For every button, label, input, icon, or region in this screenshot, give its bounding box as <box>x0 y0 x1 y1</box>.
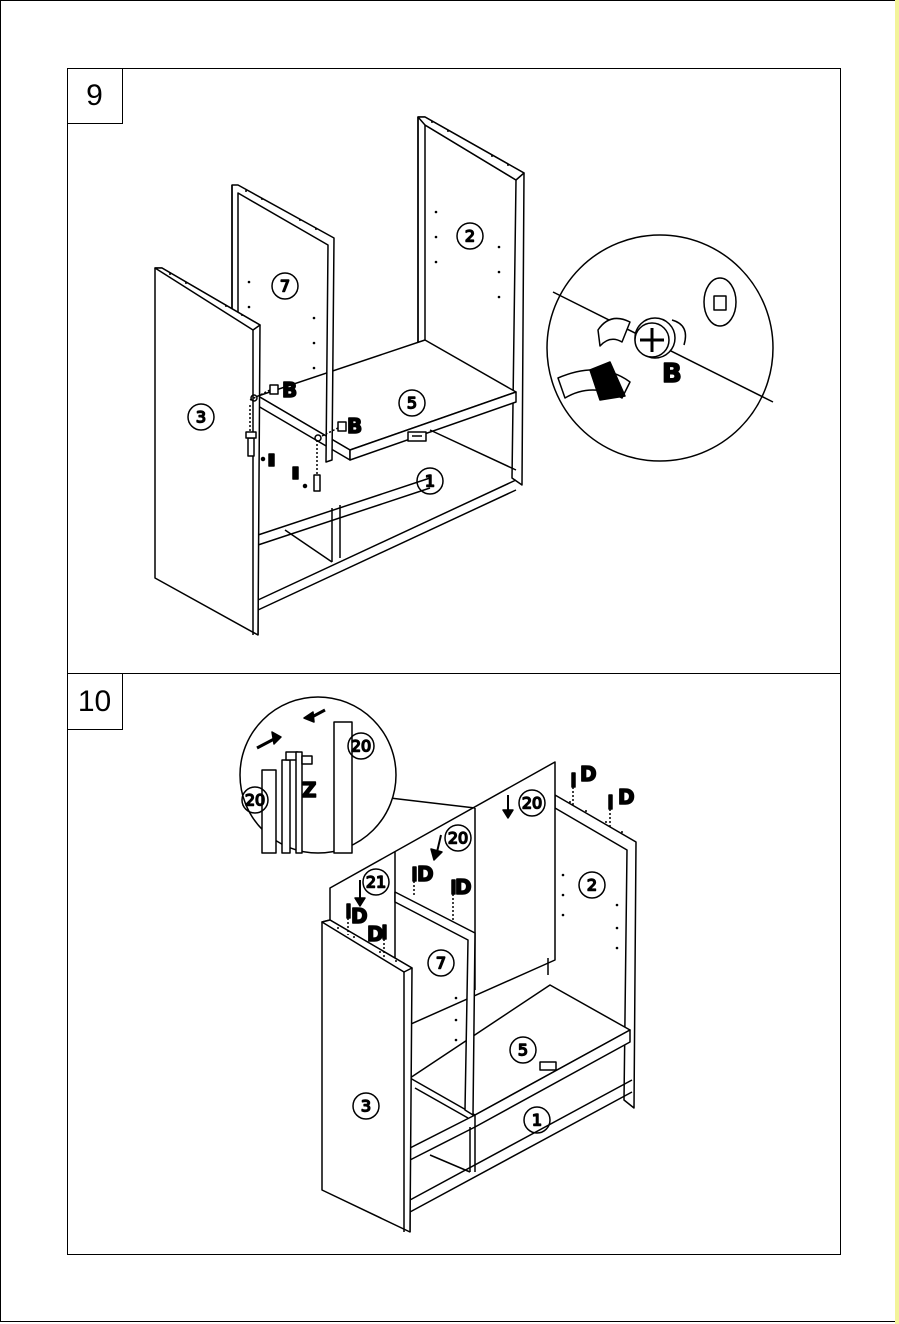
part-label: 2 <box>465 227 475 246</box>
hardware-label: D <box>367 922 384 946</box>
step9-illustration: 2 7 3 5 1 B B B <box>155 117 773 635</box>
detail-part-label: 20 <box>351 737 371 756</box>
hardware-label: D <box>351 904 368 928</box>
panel-3 <box>322 920 412 1232</box>
part-label: 20 <box>522 794 542 813</box>
profile-label: Z <box>302 778 317 802</box>
part-label: 1 <box>425 472 435 491</box>
part-label: 7 <box>280 277 290 296</box>
hardware-label: B <box>347 414 362 438</box>
part-label: 20 <box>448 829 468 848</box>
base-unit <box>410 985 632 1232</box>
hardware-label: B <box>282 378 297 402</box>
part-label: 5 <box>518 1041 528 1060</box>
part-label: 7 <box>436 954 446 973</box>
panel-3 <box>155 268 260 635</box>
part-label: 3 <box>196 408 206 427</box>
step10-illustration: 2 7 5 3 1 21 20 20 20 20 Z D D D D D D <box>240 697 636 1232</box>
part-label: 5 <box>407 394 417 413</box>
part-label: 3 <box>361 1097 371 1116</box>
part-label: 21 <box>366 873 386 892</box>
step9-detail-callout <box>547 235 773 461</box>
detail-hardware-label: B <box>662 359 682 389</box>
hardware-label: D <box>580 762 597 786</box>
part-label: 1 <box>532 1111 542 1130</box>
hardware-label: D <box>618 785 635 809</box>
detail-part-label: 20 <box>245 791 265 810</box>
hardware-label: D <box>417 862 434 886</box>
hardware-label: D <box>455 875 472 899</box>
part-label: 2 <box>587 876 597 895</box>
